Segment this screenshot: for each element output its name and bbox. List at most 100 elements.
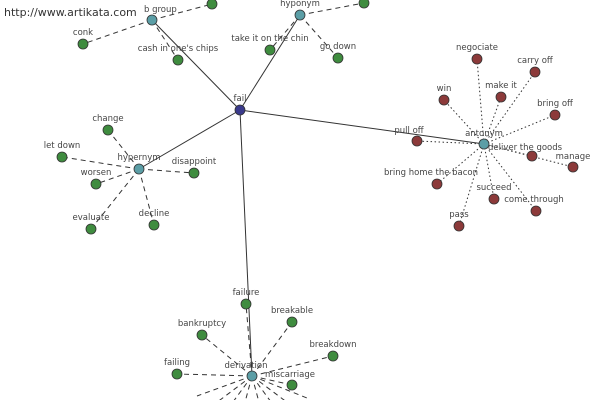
node-marker[interactable] — [495, 91, 507, 103]
edge-derivation-failing — [176, 373, 253, 377]
node-breakable[interactable]: breakable — [271, 306, 313, 328]
node-bg_extra[interactable] — [206, 0, 218, 10]
edge-hypernym-letdown — [61, 156, 140, 170]
node-marker[interactable] — [196, 329, 208, 341]
node-bringhome[interactable]: bring home the bacon — [384, 168, 478, 190]
node-marker[interactable] — [327, 350, 339, 362]
watermark-link[interactable]: http://www.artikata.com — [0, 4, 141, 21]
node-makeit[interactable]: make it — [485, 81, 518, 103]
node-marker[interactable] — [77, 38, 89, 50]
node-marker[interactable] — [146, 14, 158, 26]
node-failure[interactable]: failure — [233, 288, 260, 310]
node-layer: fail b group hyponym antonym hypernym derivat… — [44, 0, 591, 391]
node-marker[interactable] — [549, 109, 561, 121]
node-conk[interactable]: conk — [73, 28, 93, 50]
node-marker[interactable] — [567, 161, 579, 173]
node-label: derivation — [224, 361, 267, 371]
node-marker[interactable] — [478, 138, 490, 150]
node-bringoff[interactable]: bring off — [537, 99, 574, 121]
node-hyponym[interactable]: hyponym — [280, 0, 320, 21]
node-marker[interactable] — [526, 150, 538, 162]
edge-antonym-makeit — [483, 96, 502, 145]
edge-antonym-manage — [483, 143, 574, 168]
node-succeed[interactable]: succeed — [476, 183, 512, 205]
node-marker[interactable] — [286, 379, 298, 391]
node-takeit[interactable]: take it on the chin — [231, 34, 309, 56]
edge-derivation-failure — [245, 303, 253, 377]
edge-hypernym-change — [107, 129, 140, 170]
node-label: let down — [44, 141, 81, 151]
node-disappoint[interactable]: disappoint — [172, 157, 217, 179]
node-worsen[interactable]: worsen — [81, 168, 112, 190]
node-marker[interactable] — [172, 54, 184, 66]
node-marker[interactable] — [294, 9, 306, 21]
node-marker[interactable] — [188, 167, 200, 179]
node-evaluate[interactable]: evaluate — [73, 213, 110, 235]
node-marker[interactable] — [332, 52, 344, 64]
node-failing[interactable]: failing — [164, 358, 190, 380]
node-pulloff[interactable]: pull off — [394, 126, 425, 147]
node-marker[interactable] — [411, 135, 423, 147]
node-label: win — [437, 84, 452, 94]
node-letdown[interactable]: let down — [44, 141, 81, 163]
node-bgroup[interactable]: b group — [144, 5, 177, 26]
node-marker[interactable] — [171, 368, 183, 380]
node-negociate[interactable]: negociate — [456, 43, 498, 65]
node-marker[interactable] — [488, 193, 500, 205]
node-marker[interactable] — [85, 223, 97, 235]
node-derivation[interactable]: derivation — [224, 361, 268, 382]
node-marker[interactable] — [358, 0, 370, 9]
node-carryoff[interactable]: carry off — [517, 56, 554, 78]
node-pass[interactable]: pass — [449, 210, 469, 232]
node-decline[interactable]: decline — [139, 209, 170, 231]
edge-hypernym-worsen — [95, 168, 140, 185]
edge-derivation-offscreen — [251, 375, 271, 400]
node-comethrough[interactable]: come through — [504, 195, 564, 217]
node-hypernym[interactable]: hypernym — [117, 153, 161, 175]
node-marker[interactable] — [90, 178, 102, 190]
node-label: change — [92, 114, 123, 124]
edge-bgroup-conk — [82, 19, 153, 45]
node-marker[interactable] — [246, 370, 258, 382]
node-marker[interactable] — [240, 298, 252, 310]
node-marker[interactable] — [264, 44, 276, 56]
node-marker[interactable] — [438, 94, 450, 106]
node-cash[interactable]: cash in one's chips — [138, 44, 219, 66]
node-label: pull off — [394, 126, 424, 136]
node-marker[interactable] — [133, 163, 145, 175]
node-bankruptcy[interactable]: bankruptcy — [178, 319, 226, 341]
node-win[interactable]: win — [437, 84, 452, 106]
node-fail[interactable]: fail — [234, 94, 247, 116]
node-marker[interactable] — [234, 104, 246, 116]
node-label: failure — [233, 288, 260, 298]
node-godown[interactable]: go down — [320, 42, 356, 64]
node-manage[interactable]: manage — [556, 152, 591, 173]
node-antonym[interactable]: antonym — [465, 129, 503, 150]
node-breakdown[interactable]: breakdown — [310, 340, 357, 362]
node-marker[interactable] — [286, 316, 298, 328]
edge-derivation-breakdown — [251, 355, 334, 377]
node-marker[interactable] — [206, 0, 218, 10]
node-marker[interactable] — [530, 205, 542, 217]
node-marker[interactable] — [148, 219, 160, 231]
node-label: bring off — [537, 99, 574, 109]
node-marker[interactable] — [431, 178, 443, 190]
node-miscarriage[interactable]: miscarriage — [265, 370, 315, 391]
node-label: disappoint — [172, 157, 217, 167]
node-label: manage — [556, 152, 591, 162]
edge-derivation-bankruptcy — [201, 334, 253, 377]
node-change[interactable]: change — [92, 114, 124, 136]
edge-fail-hypernym — [138, 109, 241, 170]
node-label: bring home the bacon — [384, 168, 478, 178]
edge-derivation-offscreen — [251, 375, 308, 399]
node-label: antonym — [465, 129, 503, 139]
node-deliver[interactable]: deliver the goods — [488, 143, 563, 162]
node-marker[interactable] — [56, 151, 68, 163]
node-marker[interactable] — [102, 124, 114, 136]
node-marker[interactable] — [471, 53, 483, 65]
edge-antonym-succeed — [483, 143, 495, 200]
node-hyp_extra[interactable] — [358, 0, 370, 9]
node-marker[interactable] — [529, 66, 541, 78]
node-marker[interactable] — [453, 220, 465, 232]
